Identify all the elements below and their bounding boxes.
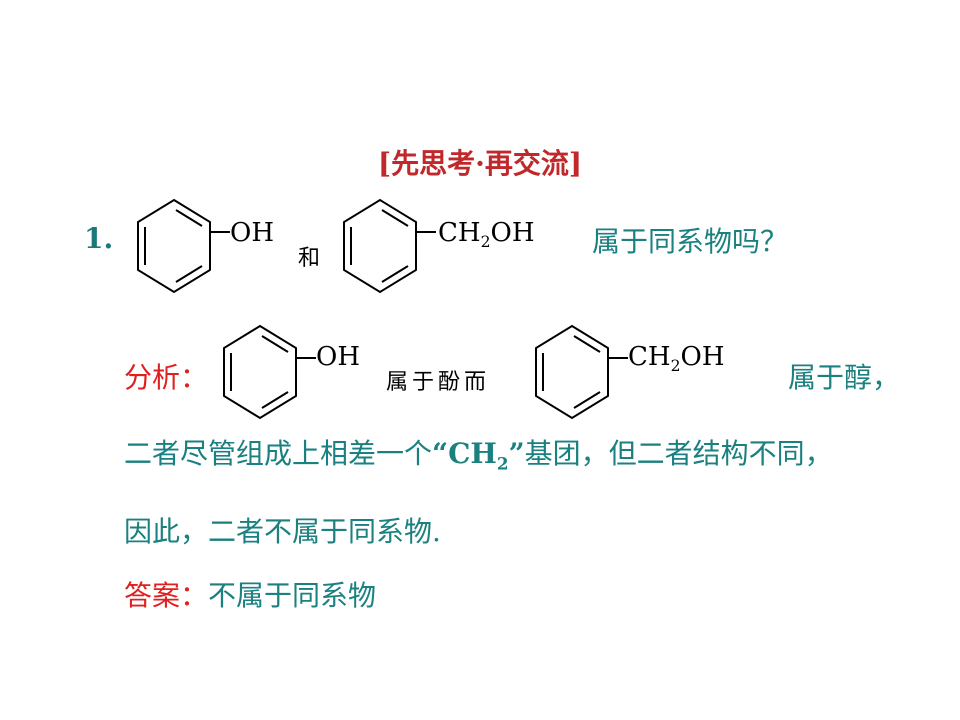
answer-label: 答案： (124, 579, 209, 612)
benzene-ring-benzyl-analysis (535, 324, 628, 420)
connector-text: 和 (298, 246, 325, 271)
analysis-line-2: 二者尽管组成上相差一个“CH2”基团，但二者结构不同， (124, 437, 833, 474)
section-title: [先思考·再交流] (377, 147, 583, 180)
benzyl-ch2oh-label-analysis: CH2OH (628, 342, 725, 376)
benzyl-ch2oh-label: CH2OH (438, 218, 535, 252)
analysis-ending: 属于醇， (788, 361, 901, 394)
analysis-middle: 属于酚而 (386, 370, 491, 395)
question-ending: 属于同系物吗？ (592, 225, 789, 258)
answer-line: 答案：不属于同系物 (124, 574, 376, 614)
analysis-line-3: 因此，二者不属于同系物. (124, 515, 441, 548)
answer-text: 不属于同系物 (208, 579, 377, 612)
question-number: 1. (84, 222, 114, 255)
benzene-ring-phenol-analysis (223, 324, 316, 420)
phenol-oh-label-analysis: OH (316, 342, 360, 372)
benzene-ring-phenol-question (137, 198, 230, 294)
ch2-formula: CH (448, 437, 497, 470)
analysis-label: 分析： (124, 361, 209, 394)
phenol-oh-label: OH (230, 218, 274, 248)
benzene-ring-benzyl-question (343, 198, 436, 294)
